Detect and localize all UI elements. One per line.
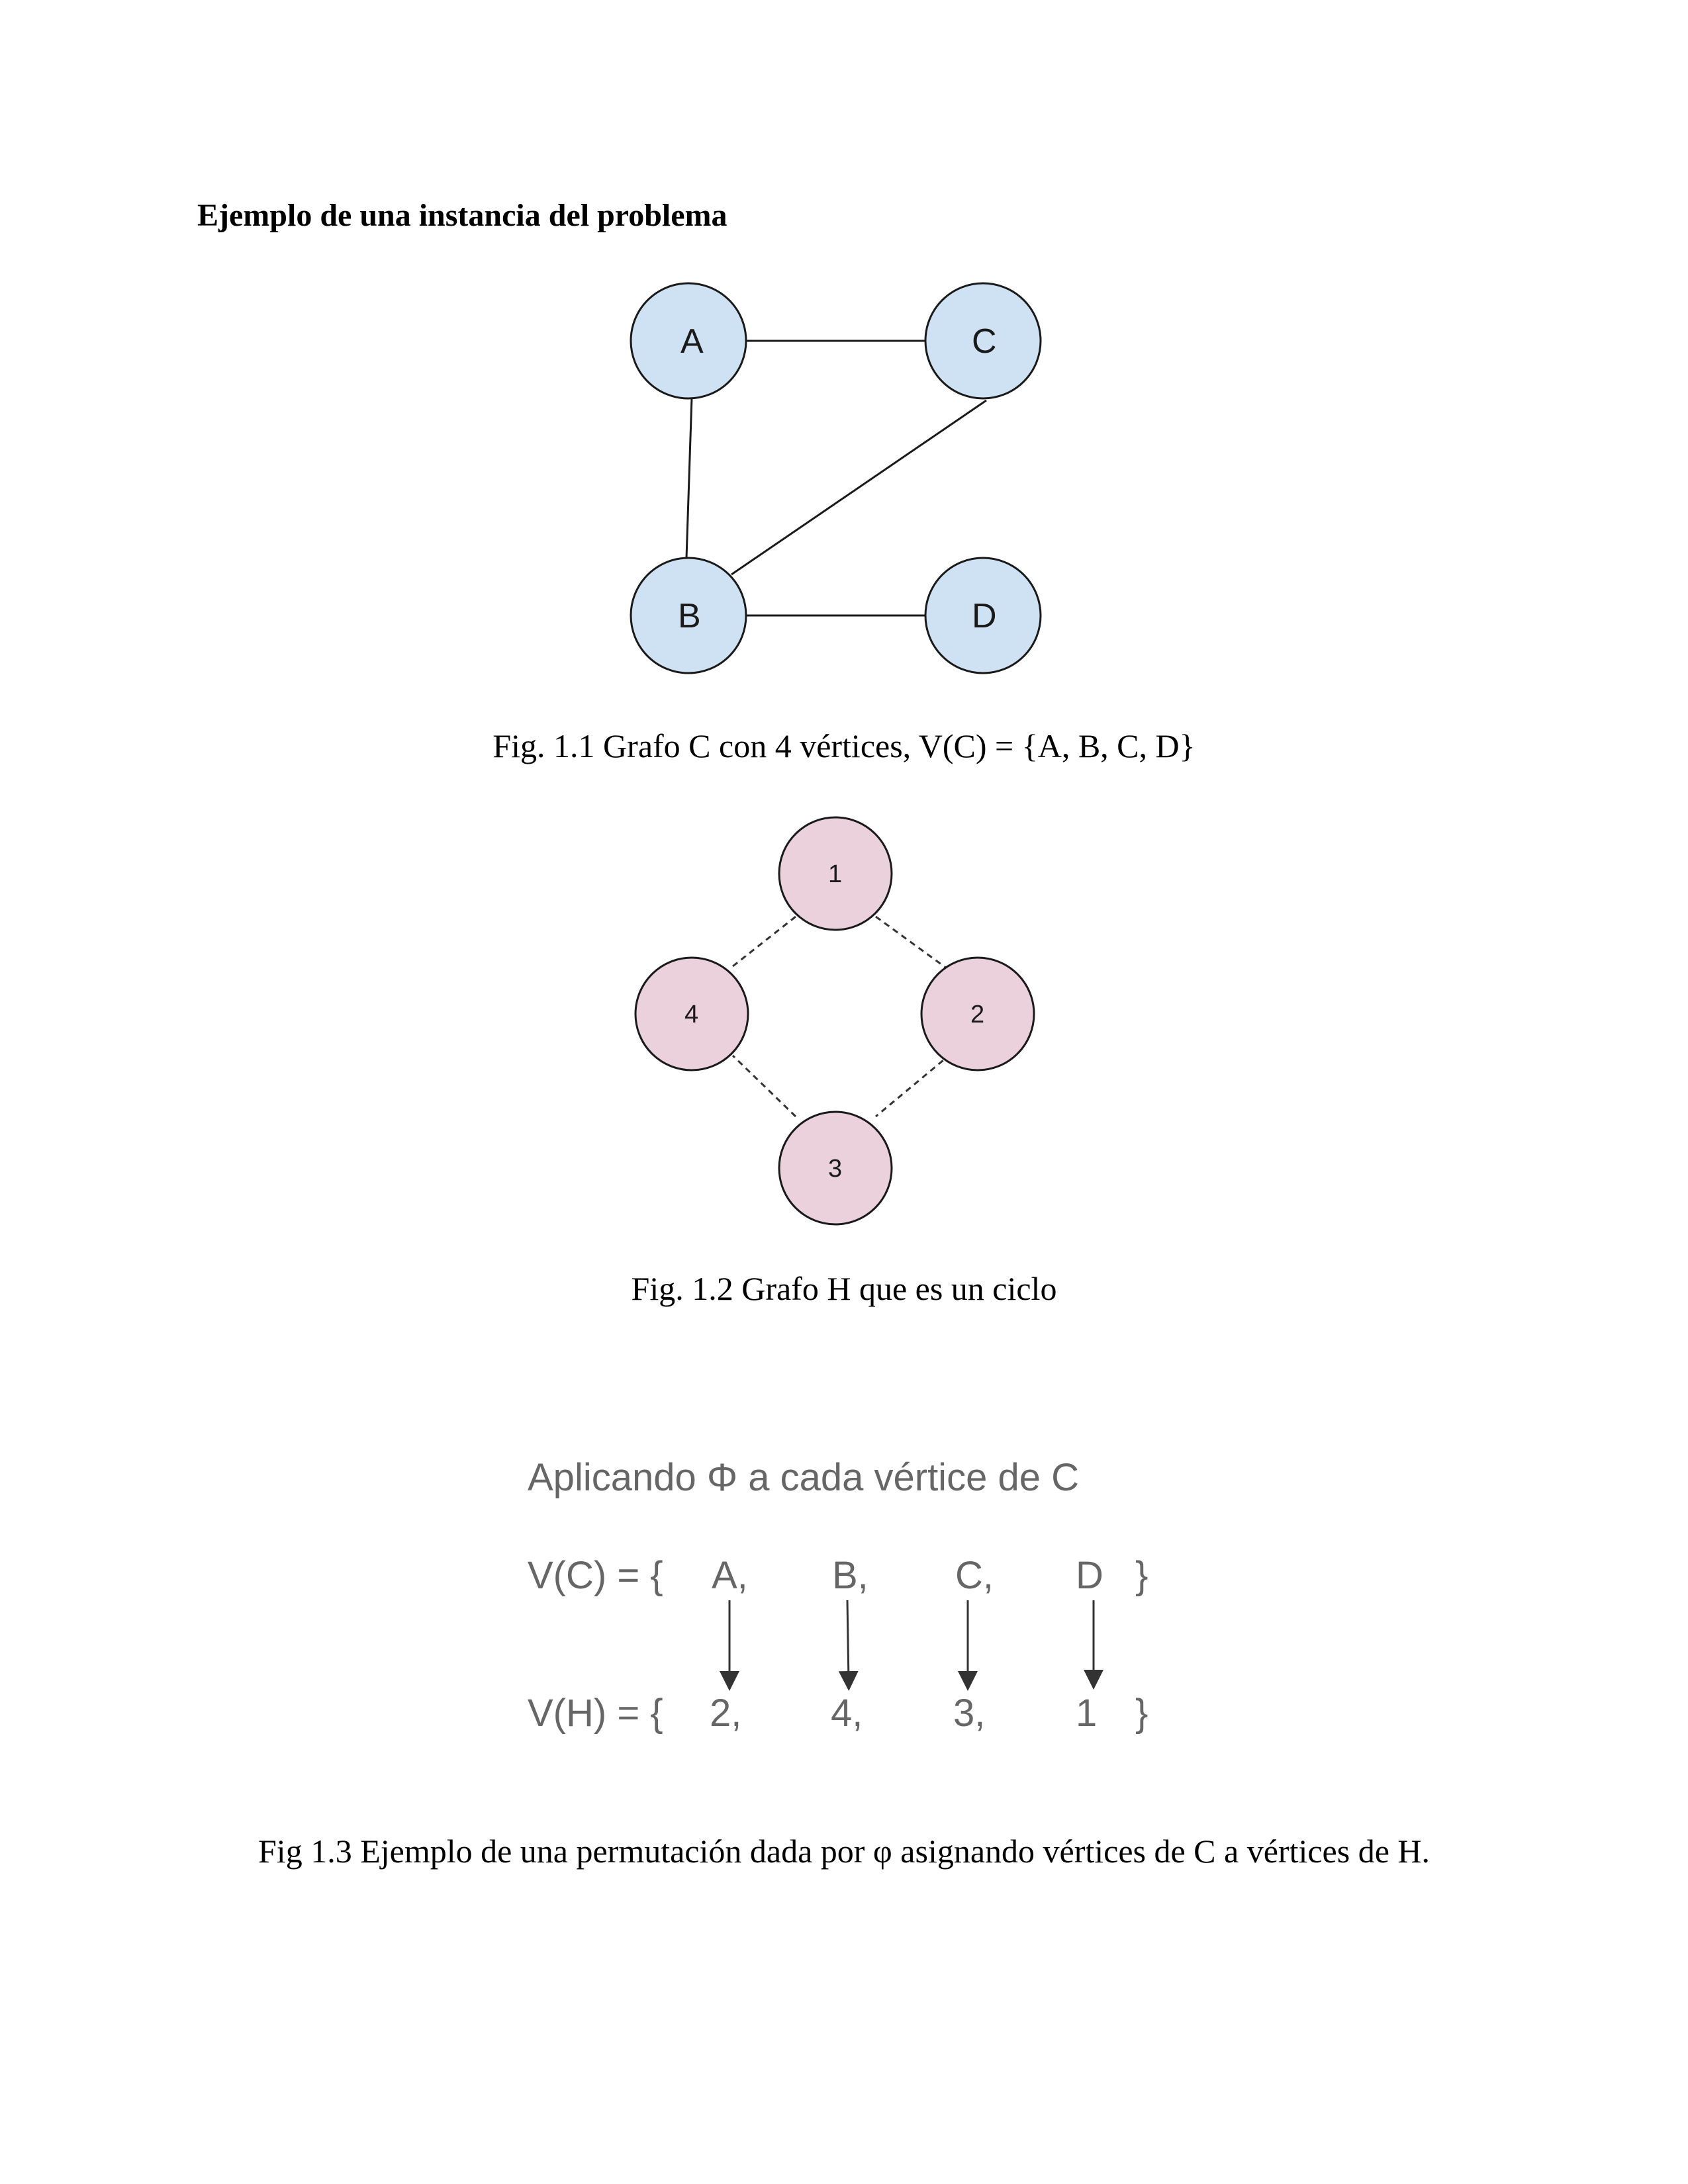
node-b <box>630 557 747 674</box>
permutation-title: Aplicando Φ a cada vértice de C <box>528 1456 1079 1499</box>
section-heading: Ejemplo de una instancia del problema <box>197 198 727 233</box>
node-4-label: 4 <box>684 1001 698 1028</box>
vc-item-c: C, <box>955 1554 994 1597</box>
vh-item-1: 1 <box>1076 1692 1097 1735</box>
vh-set-label: V(H) = { <box>528 1692 663 1735</box>
node-3 <box>778 1111 893 1226</box>
vc-item-b: B, <box>832 1554 868 1597</box>
map-arrow-b <box>838 1600 859 1691</box>
edge-3-4 <box>731 1054 797 1118</box>
figure-3-caption: Fig 1.3 Ejemplo de una permutación dada … <box>258 1833 1430 1870</box>
node-4 <box>634 956 749 1071</box>
node-2-label: 2 <box>970 1001 984 1028</box>
node-d <box>924 557 1042 674</box>
node-d-label: D <box>972 597 997 635</box>
node-b-label: B <box>678 597 701 635</box>
figure-2-caption: Fig. 1.2 Grafo H que es un ciclo <box>631 1270 1057 1307</box>
edge-2-3 <box>875 1052 952 1118</box>
node-2 <box>920 956 1035 1071</box>
vc-item-d: D <box>1076 1554 1103 1597</box>
vh-item-2: 2, <box>710 1692 741 1735</box>
vc-set-label: V(C) = { <box>528 1554 663 1597</box>
node-c <box>924 282 1042 400</box>
edge-b-c <box>731 399 987 576</box>
edge-4-1 <box>732 915 796 968</box>
edge-1-2 <box>875 915 952 973</box>
figure-1-caption: Fig. 1.1 Grafo C con 4 vértices, V(C) = … <box>492 727 1196 764</box>
vh-item-4: 4, <box>831 1692 863 1735</box>
vh-item-3: 3, <box>953 1692 985 1735</box>
vc-close-brace: } <box>1135 1554 1148 1597</box>
node-1 <box>778 816 893 931</box>
node-3-label: 3 <box>828 1155 842 1183</box>
node-1-label: 1 <box>828 860 842 888</box>
node-a-label: A <box>680 322 704 361</box>
node-c-label: C <box>972 322 997 361</box>
edge-a-b <box>685 397 693 559</box>
vc-item-a: A, <box>712 1554 748 1597</box>
vh-close-brace: } <box>1135 1692 1148 1735</box>
node-a <box>630 282 747 400</box>
